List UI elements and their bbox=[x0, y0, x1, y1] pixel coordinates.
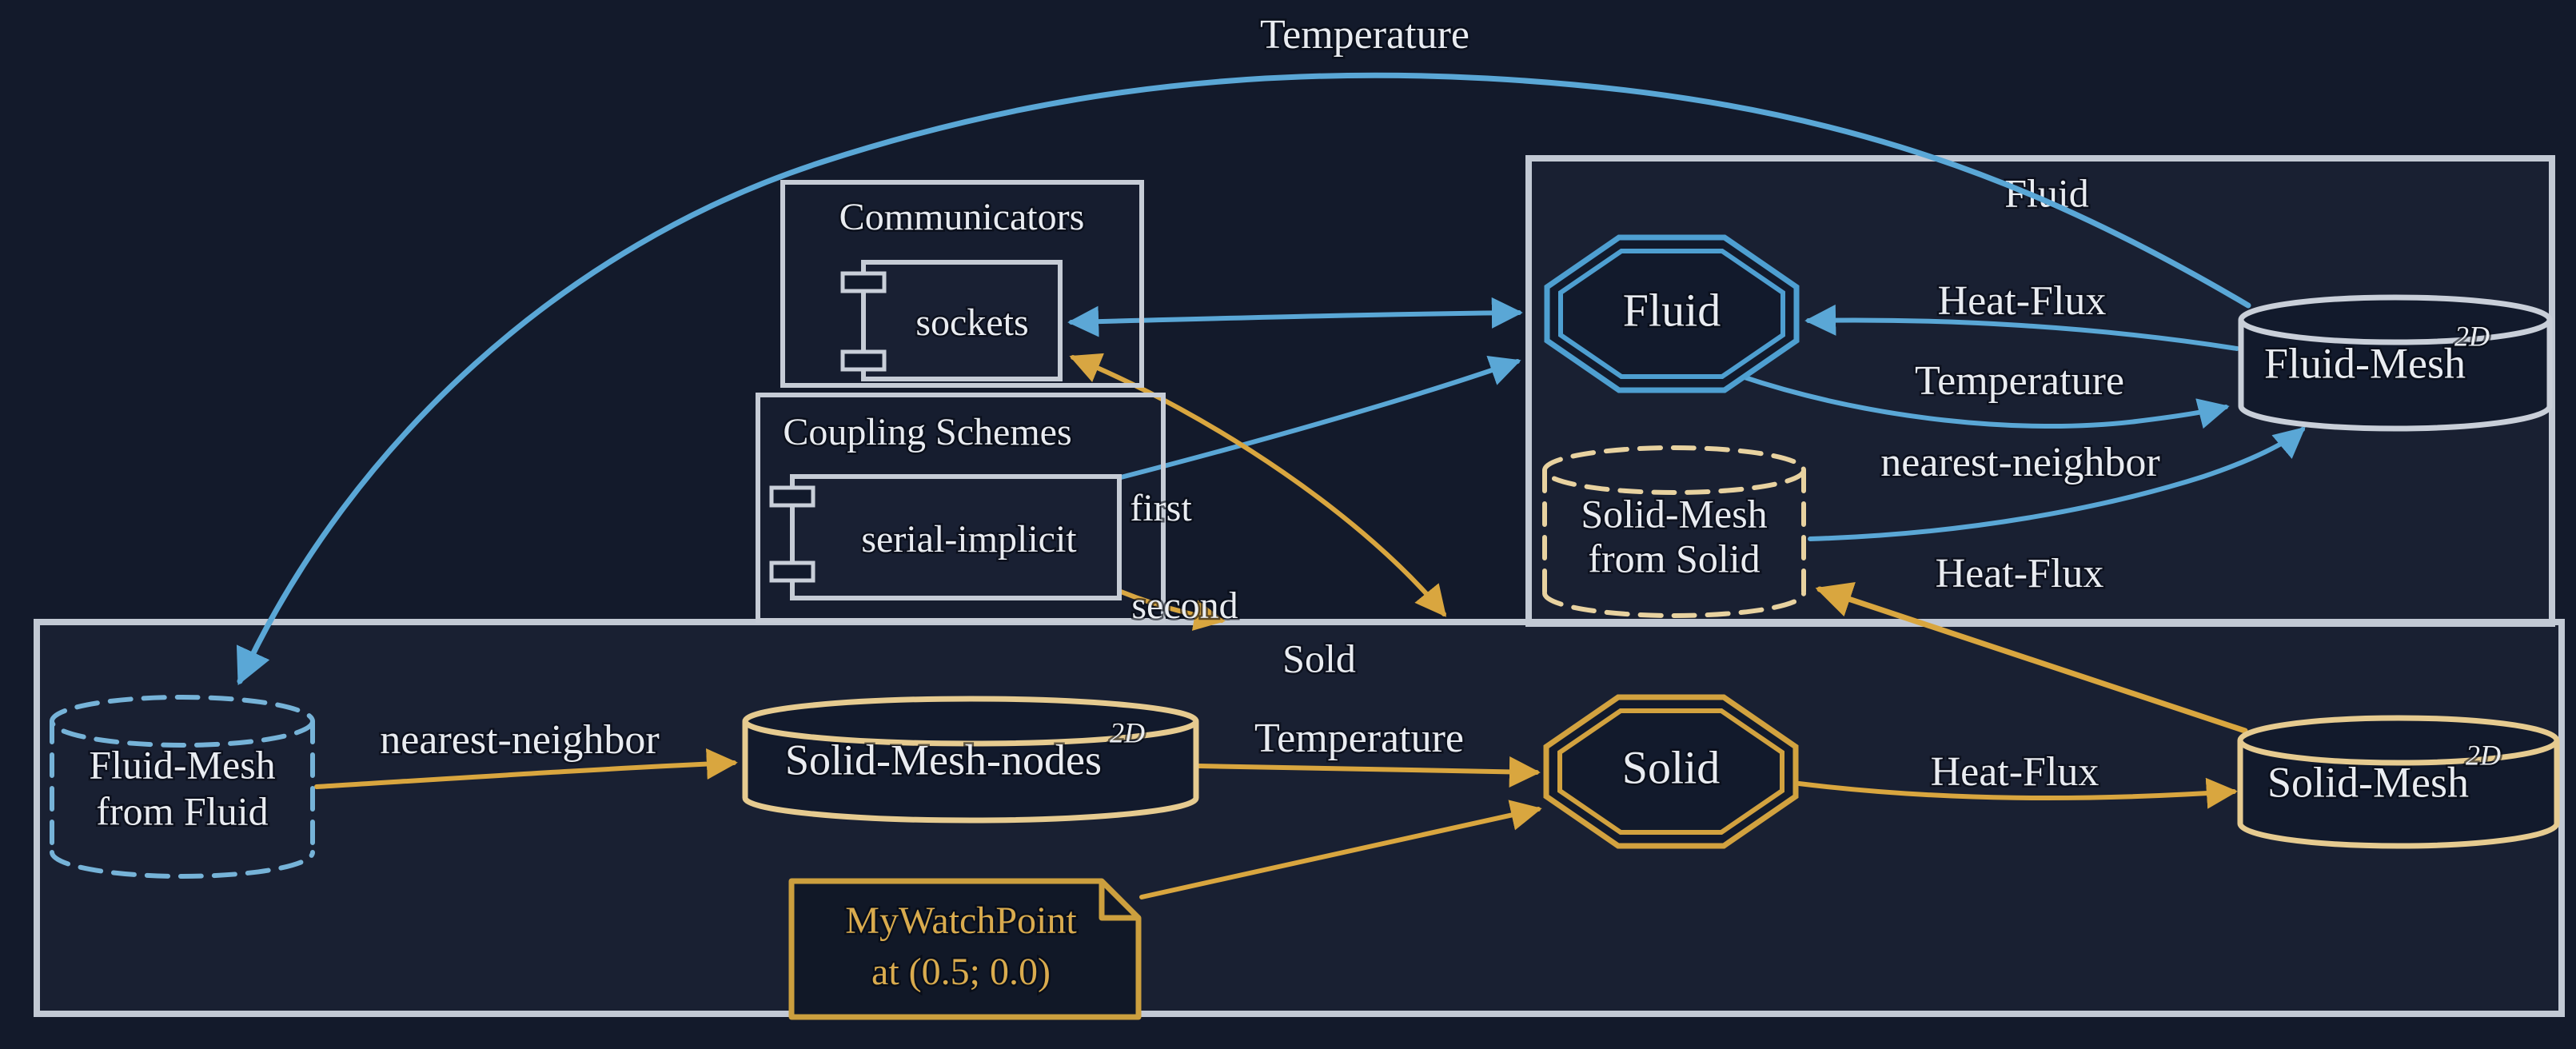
fluid-mesh-from-fluid-line2: from Fluid bbox=[96, 788, 268, 833]
fluid-mesh-sup: 2D bbox=[2454, 320, 2490, 352]
solid-cluster-title: Sold bbox=[1282, 636, 1356, 680]
edge-temperature-to-fluid-mesh bbox=[1737, 373, 2230, 429]
label-nearest-neighbor-fluid: nearest-neighbor bbox=[1880, 440, 2159, 485]
label-nearest-neighbor-solid: nearest-neighbor bbox=[380, 717, 659, 763]
sockets-label: sockets bbox=[915, 301, 1028, 344]
solid-solver-octagon: Solid bbox=[1543, 694, 1799, 849]
solid-mesh-from-solid-node: Solid-Mesh from Solid bbox=[1542, 445, 1806, 618]
solid-mesh-from-solid-line1: Solid-Mesh bbox=[1581, 491, 1767, 536]
solid-solver-label: Solid bbox=[1622, 741, 1721, 793]
communicators-title: Communicators bbox=[839, 196, 1085, 238]
note-fold-icon bbox=[1099, 881, 1138, 921]
label-heat-flux-bottom: Heat-Flux bbox=[1931, 749, 2099, 795]
component-icon bbox=[769, 485, 815, 583]
label-second: second bbox=[1131, 584, 1238, 627]
edge-m2n-sockets-fluid bbox=[1067, 297, 1523, 337]
label-temperature-top: Temperature bbox=[1260, 12, 1469, 58]
serial-implicit-label: serial-implicit bbox=[861, 518, 1077, 560]
solid-mesh-nodes-sup: 2D bbox=[1110, 716, 1145, 748]
watchpoint-line2: at (0.5; 0.0) bbox=[871, 951, 1051, 993]
edge-heat-flux-exchange-diag bbox=[1815, 581, 2248, 734]
edge-nearest-neighbor-solid bbox=[314, 748, 738, 789]
coupling-schemes-box bbox=[756, 393, 1166, 623]
solid-mesh-cylinder: Solid-Mesh 2D bbox=[2237, 715, 2560, 849]
communicators-group: Communicators sockets bbox=[780, 180, 1144, 388]
fluid-solver-octagon: Fluid bbox=[1544, 234, 1800, 393]
edge-coupling-first bbox=[1119, 355, 1521, 480]
label-first: first bbox=[1130, 487, 1192, 529]
edge-nearest-neighbor-fluid bbox=[1808, 426, 2306, 541]
sockets-node bbox=[861, 260, 1063, 381]
fluid-mesh-from-fluid-line1: Fluid-Mesh bbox=[89, 742, 275, 787]
fluid-mesh-from-fluid-node: Fluid-Mesh from Fluid bbox=[50, 695, 315, 879]
edge-temperature-exchange-arc bbox=[236, 72, 2251, 686]
fluid-cluster-title: Fluid bbox=[2004, 170, 2089, 215]
label-heat-flux-top: Heat-Flux bbox=[1938, 278, 2107, 324]
communicators-box bbox=[780, 180, 1144, 388]
edge-heat-flux-to-solid-mesh bbox=[1796, 777, 2238, 809]
coupling-schemes-group: Coupling Schemes serial-implicit bbox=[756, 393, 1166, 623]
serial-implicit-node bbox=[790, 474, 1122, 600]
solid-cluster-box bbox=[34, 619, 2565, 1017]
solid-mesh-label: Solid-Mesh bbox=[2267, 758, 2469, 806]
watchpoint-line1: MyWatchPoint bbox=[845, 899, 1077, 942]
solid-mesh-nodes-label: Solid-Mesh-nodes bbox=[785, 736, 1102, 784]
edge-watchpoint-to-solid bbox=[1139, 800, 1542, 899]
solid-mesh-from-solid-line2: from Solid bbox=[1588, 536, 1760, 580]
solid-mesh-nodes-cylinder: Solid-Mesh-nodes 2D bbox=[742, 696, 1199, 824]
fluid-mesh-cylinder: Fluid-Mesh 2D bbox=[2238, 294, 2553, 432]
coupling-schemes-title: Coupling Schemes bbox=[783, 411, 1071, 453]
label-heat-flux-mid: Heat-Flux bbox=[1936, 551, 2104, 596]
label-temperature-mid: Temperature bbox=[1915, 358, 2124, 404]
component-icon bbox=[840, 271, 887, 372]
edge-heat-flux-to-fluid bbox=[1804, 304, 2239, 351]
fluid-solver-label: Fluid bbox=[1623, 284, 1721, 336]
edge-coupling-second bbox=[1119, 589, 1226, 631]
solid-mesh-sup: 2D bbox=[2466, 739, 2501, 771]
edge-temperature-to-solid bbox=[1197, 756, 1541, 788]
watchpoint-note: MyWatchPoint at (0.5; 0.0) bbox=[788, 878, 1142, 1020]
label-temperature-bottom: Temperature bbox=[1254, 716, 1464, 761]
fluid-mesh-label: Fluid-Mesh bbox=[2264, 339, 2466, 387]
